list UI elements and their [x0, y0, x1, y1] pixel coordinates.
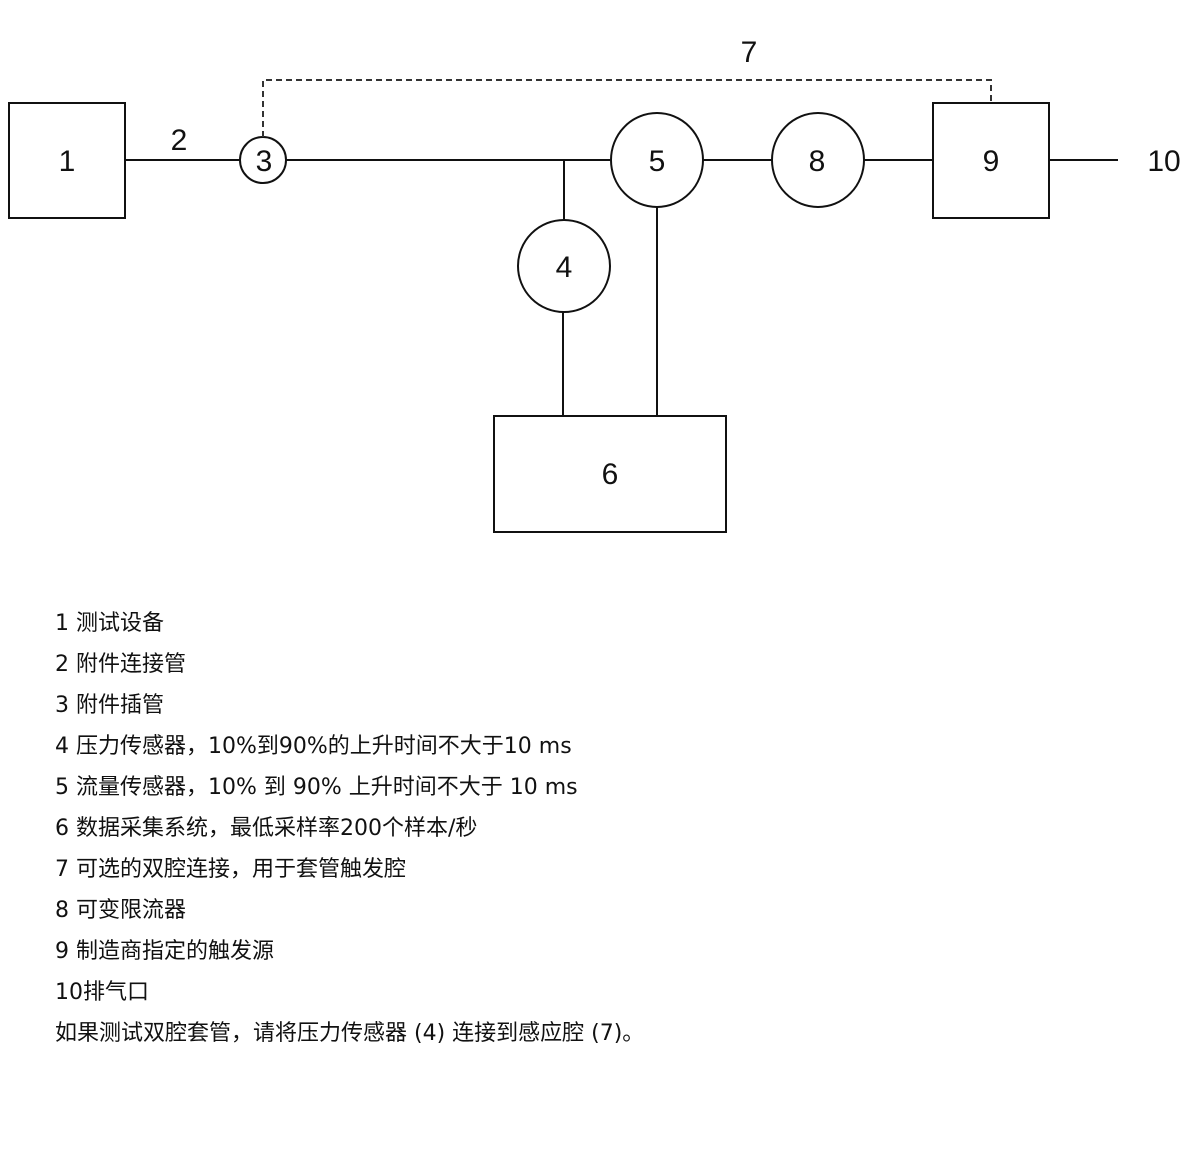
legend-item: 9 制造商指定的触发源 — [55, 939, 274, 964]
legend-note: 如果测试双腔套管，请将压力传感器 (4) 连接到感应腔 (7)。 — [55, 1021, 645, 1046]
legend-item: 7 可选的双腔连接，用于套管触发腔 — [55, 857, 406, 882]
legend-item: 6 数据采集系统，最低采样率200个样本/秒 — [55, 816, 478, 841]
label-8: 8 — [809, 145, 826, 178]
label-2: 2 — [171, 124, 188, 157]
label-6: 6 — [602, 458, 619, 491]
label-1: 1 — [59, 145, 76, 178]
dual-lumen-dashed-link — [262, 79, 992, 137]
legend-item: 2 附件连接管 — [55, 652, 186, 677]
legend-item: 4 压力传感器，10%到90%的上升时间不大于10 ms — [55, 734, 572, 759]
legend-item: 10排气口 — [55, 980, 149, 1005]
legend-item: 8 可变限流器 — [55, 898, 186, 923]
legend-list: 1 测试设备 2 附件连接管 3 附件插管 4 压力传感器，10%到90%的上升… — [55, 603, 644, 1054]
label-7: 7 — [741, 36, 758, 69]
test-setup-diagram: 1 2 3 4 5 6 7 8 9 10 — [8, 36, 1181, 533]
label-10: 10 — [1147, 145, 1180, 178]
legend-item: 1 测试设备 — [55, 611, 164, 636]
legend-item: 3 附件插管 — [55, 693, 164, 718]
label-3: 3 — [256, 145, 273, 178]
data-acquisition-box — [493, 415, 727, 533]
legend-item: 5 流量传感器，10% 到 90% 上升时间不大于 10 ms — [55, 775, 578, 800]
label-4: 4 — [556, 251, 573, 284]
label-9: 9 — [983, 145, 1000, 178]
label-5: 5 — [649, 145, 666, 178]
